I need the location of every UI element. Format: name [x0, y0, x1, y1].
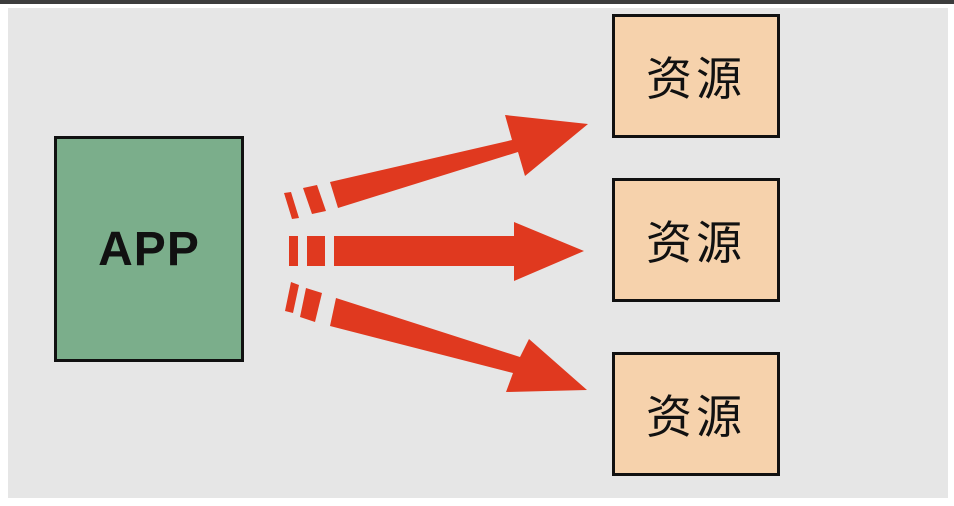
arrow-dash-2b	[307, 236, 325, 266]
arrow-body-1	[330, 115, 588, 208]
arrow-to-resource-3	[285, 282, 587, 392]
arrow-dash-1b	[303, 185, 326, 214]
resource-node-2: 资源	[612, 178, 780, 302]
resource-node-1-label: 资源	[646, 52, 746, 106]
app-node-label: APP	[98, 222, 200, 276]
resource-node-1: 资源	[612, 14, 780, 138]
app-node: APP	[54, 136, 244, 362]
arrow-to-resource-1	[284, 115, 588, 219]
arrow-body-2	[334, 222, 584, 281]
arrow-body-3	[330, 298, 587, 392]
arrow-dash-1a	[284, 192, 299, 219]
window-top-border	[0, 0, 954, 4]
resource-node-2-label: 资源	[646, 216, 746, 270]
arrow-to-resource-2	[289, 222, 584, 281]
arrow-dash-2a	[289, 236, 298, 266]
resource-node-3-label: 资源	[646, 390, 746, 444]
arrow-dash-3b	[300, 288, 322, 322]
arrow-dash-3a	[285, 282, 299, 313]
resource-node-3: 资源	[612, 352, 780, 476]
